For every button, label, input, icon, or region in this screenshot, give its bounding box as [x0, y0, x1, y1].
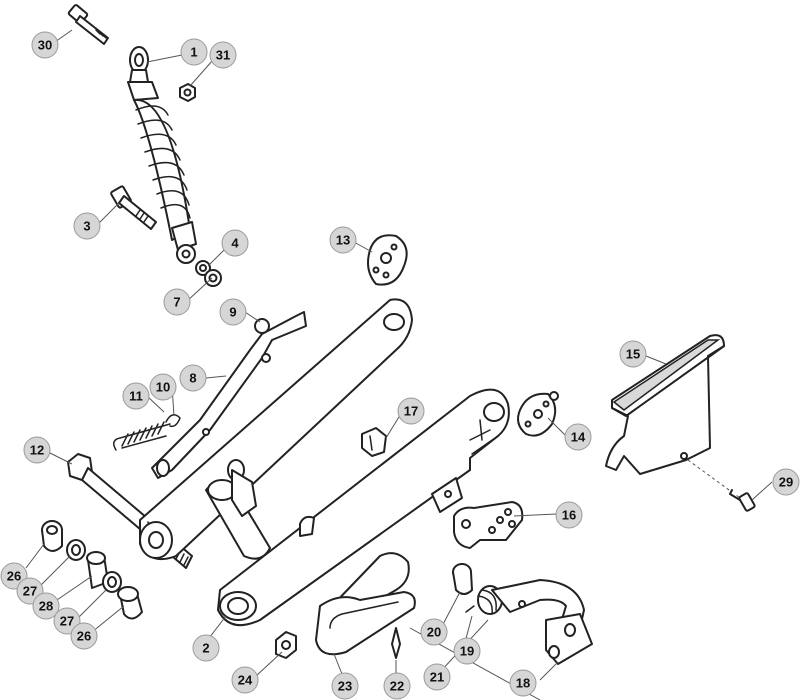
callout-22: 22 [383, 672, 411, 700]
callout-14: 14 [564, 423, 592, 451]
part-bushing-20 [452, 563, 473, 595]
svg-text:15: 15 [626, 347, 640, 362]
svg-text:28: 28 [39, 599, 53, 614]
svg-text:30: 30 [38, 38, 52, 53]
svg-text:23: 23 [338, 679, 352, 694]
callout-1: 1 [180, 38, 208, 66]
callout-21: 21 [423, 663, 451, 691]
svg-text:26: 26 [7, 569, 21, 584]
svg-text:17: 17 [404, 404, 418, 419]
svg-text:21: 21 [430, 670, 444, 685]
callout-26-right: 26 [70, 622, 98, 650]
part-plate-14 [517, 391, 559, 437]
svg-text:19: 19 [460, 644, 474, 659]
svg-text:20: 20 [427, 625, 441, 640]
part-chain-slider-23 [315, 552, 416, 656]
part-screw-29 [687, 459, 756, 512]
svg-text:16: 16 [562, 508, 576, 523]
part-bolt-30 [67, 4, 109, 45]
callout-2: 2 [192, 634, 220, 662]
svg-text:10: 10 [156, 380, 170, 395]
part-pin-22 [391, 627, 401, 659]
callouts: 30 1 31 3 4 7 13 9 8 10 11 12 15 17 14 2… [0, 31, 800, 700]
svg-text:24: 24 [238, 673, 253, 688]
part-swing-arm-2 [139, 298, 510, 627]
callout-16: 16 [555, 501, 583, 529]
part-bushing-26-left [41, 520, 63, 552]
svg-text:2: 2 [202, 641, 209, 656]
callout-20: 20 [420, 618, 448, 646]
callout-3: 3 [73, 212, 101, 240]
svg-text:3: 3 [83, 219, 90, 234]
svg-text:27: 27 [23, 584, 37, 599]
part-washer-27-left [66, 539, 86, 561]
part-plate-13 [367, 234, 408, 286]
callout-31: 31 [209, 41, 237, 69]
callout-29: 29 [772, 468, 800, 496]
svg-text:4: 4 [231, 236, 239, 251]
part-bushing-26-right [117, 586, 143, 620]
callout-12: 12 [23, 436, 51, 464]
part-spring-11 [113, 421, 171, 451]
svg-text:31: 31 [216, 48, 230, 63]
callout-28: 28 [32, 592, 60, 620]
callout-4: 4 [221, 229, 249, 257]
svg-text:1: 1 [190, 45, 197, 60]
part-brake-rod-8 [151, 311, 307, 479]
callout-24: 24 [231, 666, 259, 694]
svg-text:8: 8 [189, 371, 196, 386]
leader-lines [25, 29, 773, 685]
part-nut-31 [179, 83, 196, 102]
part-washer-27-right [102, 571, 122, 593]
svg-text:9: 9 [229, 305, 236, 320]
callout-23: 23 [331, 672, 359, 700]
part-bolt-3 [110, 185, 157, 230]
part-washer-4 [195, 260, 211, 276]
svg-text:22: 22 [390, 679, 404, 694]
svg-text:18: 18 [516, 676, 530, 691]
callout-19: 19 [453, 637, 481, 665]
callout-8: 8 [179, 364, 207, 392]
part-bracket-16 [453, 501, 524, 549]
part-clip-17 [361, 427, 387, 457]
part-shock-absorber-1 [127, 46, 197, 264]
callout-7: 7 [163, 288, 191, 316]
part-spring-10 [165, 414, 181, 428]
part-brake-pedal-18 [491, 579, 593, 665]
svg-text:29: 29 [779, 475, 793, 490]
svg-text:7: 7 [173, 295, 180, 310]
callout-13: 13 [329, 226, 357, 254]
svg-text:26: 26 [77, 629, 91, 644]
svg-text:11: 11 [129, 389, 143, 404]
callout-15: 15 [619, 340, 647, 368]
callout-9: 9 [219, 298, 247, 326]
part-chain-guard-15 [605, 334, 725, 475]
callout-11: 11 [122, 382, 150, 410]
svg-text:14: 14 [571, 430, 586, 445]
svg-text:12: 12 [30, 443, 44, 458]
callout-30: 30 [31, 31, 59, 59]
callout-27-right: 27 [53, 607, 81, 635]
part-nut-24 [275, 631, 297, 659]
svg-text:27: 27 [60, 614, 74, 629]
svg-text:13: 13 [336, 233, 350, 248]
callout-17: 17 [397, 397, 425, 425]
callout-10: 10 [149, 373, 177, 401]
part-nut-7 [204, 269, 222, 287]
callout-18: 18 [509, 669, 537, 697]
